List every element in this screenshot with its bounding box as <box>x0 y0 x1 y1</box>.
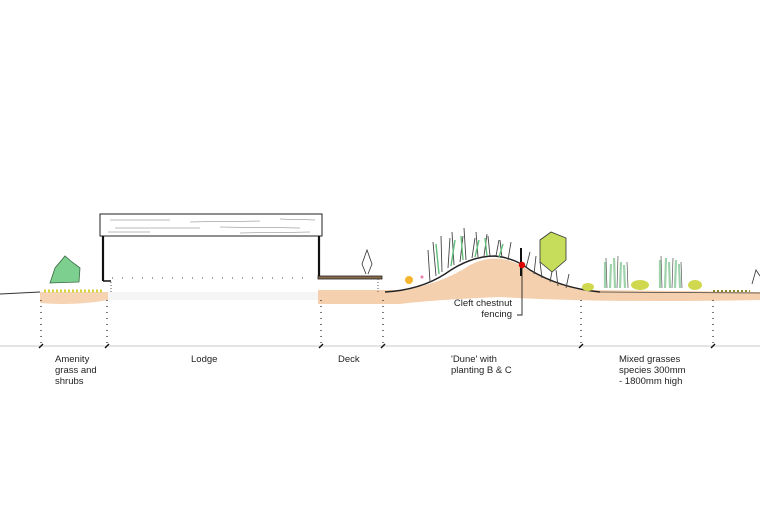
mixed-grasses <box>582 255 760 292</box>
deck-board <box>317 275 383 280</box>
dimension-line <box>0 300 760 349</box>
tick <box>380 343 386 349</box>
label-line: Lodge <box>191 354 218 365</box>
flower-pink <box>420 275 424 279</box>
chair-icon-right <box>751 269 760 285</box>
zone-label-lodge: Lodge <box>191 354 217 365</box>
label-line: - 1800mm high <box>619 376 683 387</box>
dune-outline <box>384 255 601 293</box>
label-line: Deck <box>338 354 360 365</box>
zone-label-grasses: Mixed grasses species 300mm - 1800mm hig… <box>619 354 686 387</box>
grass-stalk <box>605 255 683 289</box>
dune-planting <box>427 227 570 289</box>
grass-clump-green <box>603 257 682 289</box>
tick <box>104 343 110 349</box>
label-line: Cleft chestnut <box>453 298 512 309</box>
zone-label-amenity: Amenity grass and shrubs <box>55 354 97 387</box>
zone-label-deck: Deck <box>338 354 360 365</box>
tick <box>318 343 324 349</box>
grass-tuft-yellow <box>688 280 702 290</box>
grass-tuft-yellow <box>582 283 594 291</box>
tree-icon <box>539 231 567 273</box>
ground-line-left <box>0 291 41 295</box>
roof-hatching <box>108 218 316 234</box>
lodge-structure <box>99 213 323 282</box>
tick <box>710 343 716 349</box>
deck-chair-icon <box>361 248 373 275</box>
callout-fencing: Cleft chestnut fencing <box>440 298 512 320</box>
label-line: grass and <box>55 365 97 376</box>
tick <box>38 343 44 349</box>
grass-tuft-yellow <box>631 280 649 290</box>
fence-marker-dot <box>518 261 526 269</box>
zone-label-dune: 'Dune' with planting B & C <box>451 354 512 376</box>
deck-structure <box>110 248 383 292</box>
label-line: planting B & C <box>451 365 512 376</box>
grass-blade <box>525 251 570 289</box>
label-line: Mixed grasses <box>619 354 681 365</box>
soil-lodge-gravel <box>108 292 318 300</box>
label-line: fencing <box>481 309 512 320</box>
label-line: 'Dune' with <box>451 354 497 365</box>
flower-orange <box>405 276 413 284</box>
ground-line-right <box>599 291 760 294</box>
label-line: species 300mm <box>619 365 686 376</box>
grass-blade-green <box>435 235 504 275</box>
ground <box>0 255 760 304</box>
shrub-icon <box>49 255 81 284</box>
callout-leader <box>517 268 523 316</box>
tick <box>578 343 584 349</box>
label-line: Amenity <box>55 354 90 365</box>
soil-amenity <box>40 292 108 304</box>
lodge-roof <box>99 213 323 237</box>
label-line: shrubs <box>55 376 84 387</box>
